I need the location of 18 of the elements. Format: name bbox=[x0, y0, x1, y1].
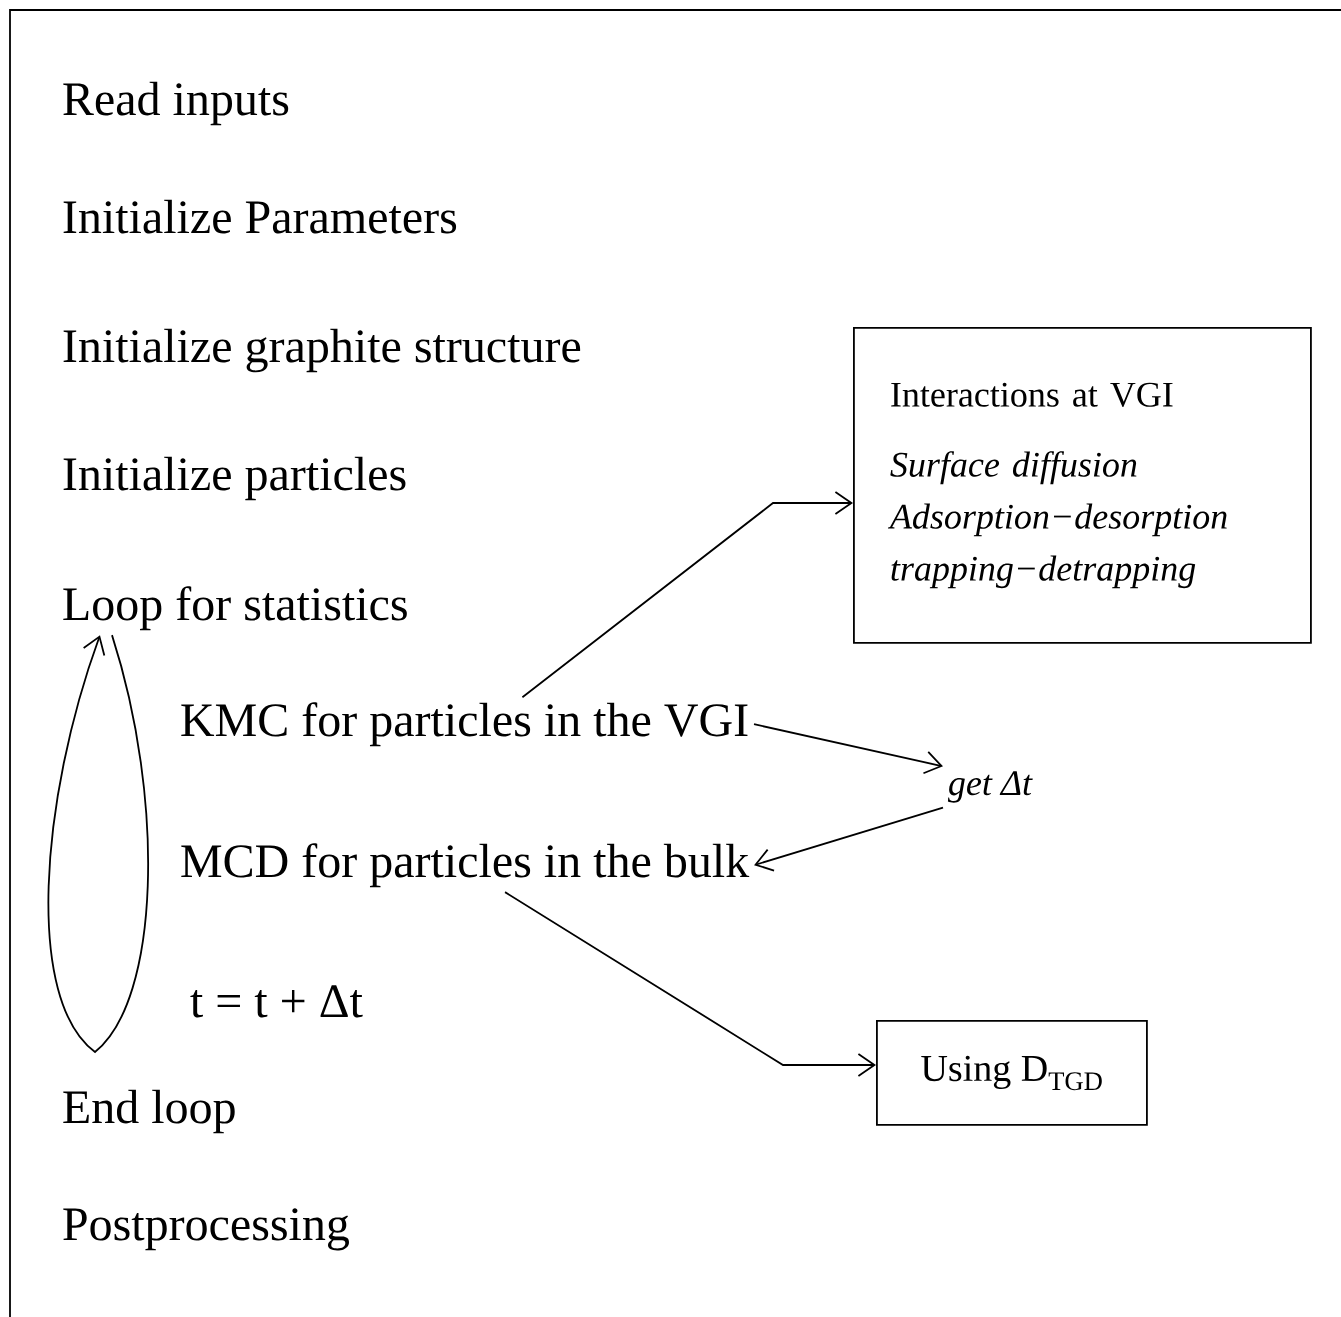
process-box: Using D$_{TGD}$ bbox=[876, 1020, 1148, 1126]
step-text: t = t + Δt bbox=[190, 985, 363, 1018]
step-text: MCD for particles in the bulk bbox=[181, 843, 750, 888]
step-text: End loop bbox=[63, 1089, 235, 1134]
loop-arrow bbox=[47, 634, 149, 1053]
step-text: Initialize particles bbox=[63, 456, 406, 501]
step-text: Postprocessing bbox=[63, 1208, 349, 1251]
step-text: Loop for statistics bbox=[63, 586, 407, 631]
step-text: Read inputs bbox=[63, 81, 289, 126]
arrow bbox=[754, 806, 944, 872]
step-text: get Δt bbox=[947, 771, 1033, 803]
step-text: Initialize Parameters bbox=[63, 199, 457, 234]
arrow bbox=[753, 723, 943, 775]
step-text: KMC for particles in the VGI bbox=[181, 702, 748, 747]
step-text: Initialize graphite structure bbox=[63, 328, 581, 373]
arrow bbox=[504, 891, 876, 1077]
arrow bbox=[521, 491, 853, 699]
process-box: Interactions at VGI Surface diffusion Adsorption−desorption trapping−detrapping bbox=[853, 327, 1312, 644]
